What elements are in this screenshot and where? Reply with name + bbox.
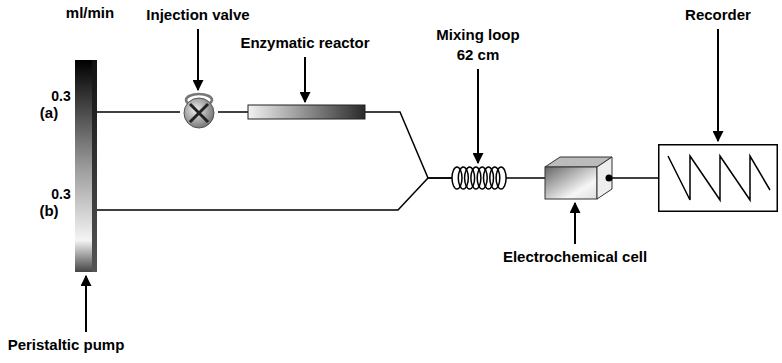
flow-label: ml/min [66,4,114,22]
pump-bar: Peristaltic pump [75,60,97,272]
callout-label: Electrochemical cell [503,248,647,266]
flow-tube [365,112,452,178]
leader-line [574,203,576,244]
recorder-box-shape [658,144,778,212]
pump-face [75,60,92,272]
callout-label: Mixing loop [436,26,519,44]
leader-line [85,276,87,332]
callout-label: Peristaltic pump [8,336,125,354]
flow-label: 0.3 [51,87,70,105]
recorder-frame [659,145,778,212]
valve-cross [190,104,208,122]
enzymatic-reactor-shape [248,105,365,119]
mixing-loop: Mixing loop62 cm [452,166,506,190]
coil-winding [496,167,506,189]
electrochemical-cell-shape [545,157,612,199]
valve-body [184,98,214,128]
electrode-contact [606,175,613,182]
injection-valve-shape [180,92,218,132]
pump-side [92,60,97,272]
leader-line [197,29,199,90]
recorder-box: Recorder [658,144,778,212]
flow-tube [97,111,180,113]
flow-tube [97,178,452,210]
cell-side [597,157,612,199]
callout-label: Injection valve [146,6,249,24]
callout-arrows [86,29,718,332]
reactor-column [248,105,365,119]
callout-label: 62 cm [457,46,500,64]
signal-trace [668,156,770,200]
leader-line [477,69,479,163]
enzymatic-reactor: Enzymatic reactor [248,105,365,119]
flow-tube [612,177,658,179]
callout-label: Recorder [685,6,751,24]
flow-tube [506,177,545,179]
mixing-loop-shape [452,166,506,190]
injection-valve: Injection valve [180,92,218,132]
flow-label: 0.3 [51,185,70,203]
pump-bar-shape [75,60,97,272]
flow-tube [218,111,248,113]
flow-label: (a) [40,104,58,122]
cell-front [545,167,597,199]
leader-line [304,57,306,102]
leader-line [717,29,719,141]
electrochemical-cell: Electrochemical cell [545,157,612,199]
flow-label: (b) [39,202,58,220]
callout-label: Enzymatic reactor [240,34,369,52]
